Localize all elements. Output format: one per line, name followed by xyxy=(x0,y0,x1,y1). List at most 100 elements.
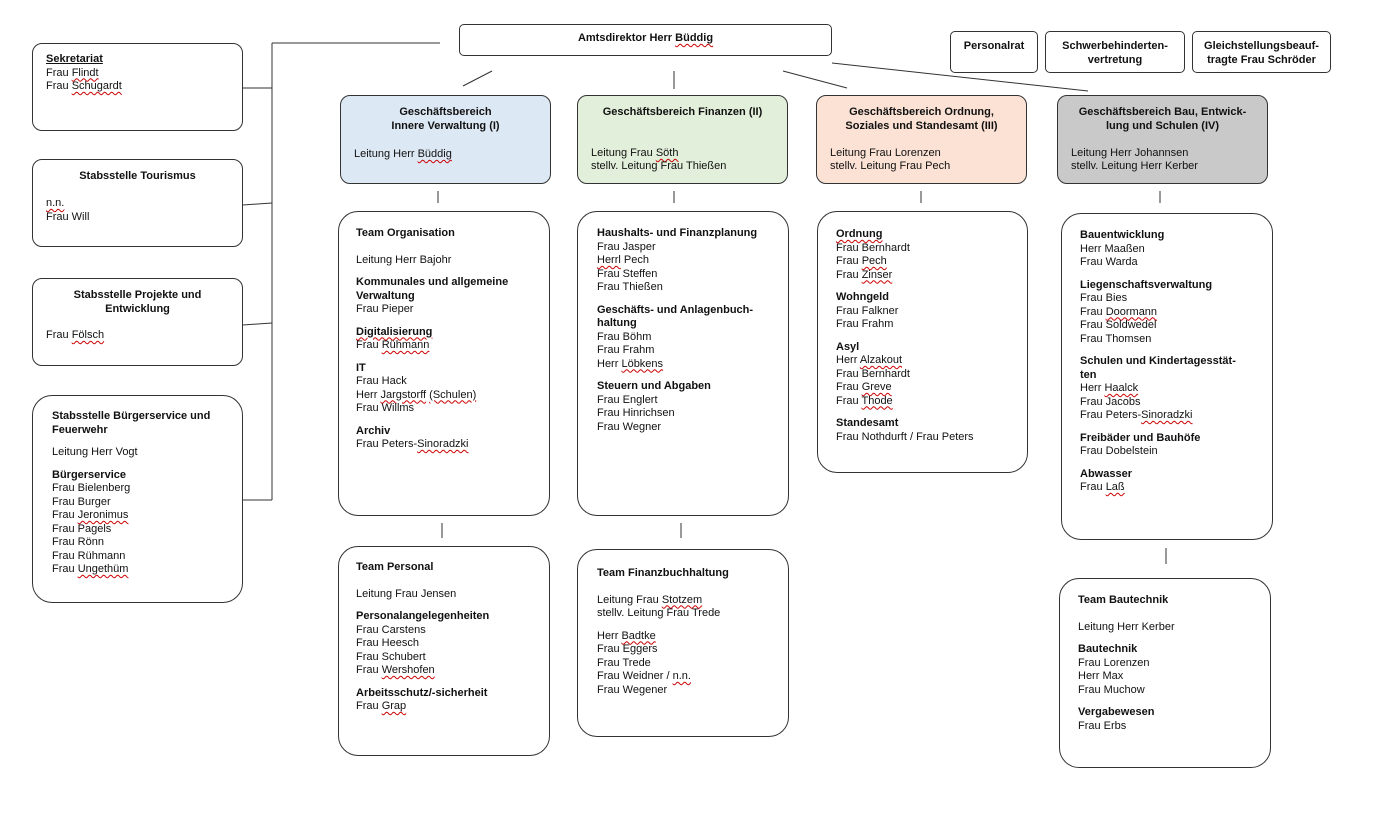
team-bau-section-1: Bauentwicklung xyxy=(1080,229,1165,241)
team-fibu-person: Frau Eggers xyxy=(597,643,658,655)
team-ord-person: Frau Nothdurft / Frau Peters xyxy=(836,430,974,443)
team-finanzbuchhaltung-box: Team Finanzbuchhaltung Leitung Frau Stot… xyxy=(577,549,789,737)
team-fibu-title: Team Finanzbuchhaltung xyxy=(597,567,729,579)
buergerservice-person-4: Frau Pagels xyxy=(52,522,112,535)
team-org-title: Team Organisation xyxy=(356,227,455,239)
gleich-label-2: tragte Frau Schröder xyxy=(1207,54,1316,66)
team-org-section-1b: Verwaltung xyxy=(356,289,415,302)
d2-title-1: Geschäftsbereich Finanzen (II) xyxy=(602,106,763,118)
buergerservice-person-1: Frau Bielenberg xyxy=(52,482,131,494)
team-fin-person: Frau Wegner xyxy=(597,420,661,433)
team-fibu-leitung: Leitung Frau Stotzem xyxy=(597,593,703,606)
team-bautechnik-person: Herr Max xyxy=(1078,670,1124,682)
team-personal-leitung: Leitung Frau Jensen xyxy=(356,587,457,600)
team-ord-person: Frau Pech xyxy=(836,255,887,267)
d1-title-2: Innere Verwaltung (I) xyxy=(391,120,500,132)
team-org-person: Frau Willms xyxy=(356,402,415,414)
team-bau-person: Frau Doormann xyxy=(1080,305,1158,318)
department-ordnung-soziales: Geschäftsbereich Ordnung, Soziales und S… xyxy=(816,95,1027,184)
team-personal-person: Frau Carstens xyxy=(356,623,426,636)
team-personal-box: Team Personal Leitung Frau Jensen Person… xyxy=(338,546,550,756)
team-bau-person: Frau Jacobs xyxy=(1080,395,1141,408)
gleich-label-1: Gleichstellungsbeauf- xyxy=(1204,40,1319,52)
team-bau-person: Herr Haalck xyxy=(1080,382,1139,394)
team-fin-person: Frau Steffen xyxy=(597,267,658,280)
team-org-section-4: Archiv xyxy=(356,424,391,437)
team-fin-person: Herrl Pech xyxy=(597,254,649,266)
team-ord-person: Frau Falkner xyxy=(836,304,899,317)
team-bau-section-5: Abwasser xyxy=(1080,467,1132,480)
tourismus-person-2: Frau Will xyxy=(46,210,90,223)
team-fibu-stellv: stellv. Leitung Frau Trede xyxy=(597,607,721,619)
team-fin-person: Frau Thießen xyxy=(597,281,663,293)
team-ord-person: Frau Thode xyxy=(836,394,893,407)
team-bau-section-3a: Schulen und Kindertagesstät- xyxy=(1080,355,1236,367)
team-org-person: Herr Jargstorff (Schulen) xyxy=(356,388,477,401)
team-bautechnik-section-1: Bautechnik xyxy=(1078,643,1138,655)
team-bautechnik-person: Frau Muchow xyxy=(1078,683,1145,696)
team-ord-section-3: Asyl xyxy=(836,340,860,353)
sekretariat-box: Sekretariat Frau Flindt Frau Schugardt xyxy=(32,43,243,131)
d1-leitung: Leitung Herr Büddig xyxy=(354,148,452,160)
team-ord-section-2: Wohngeld xyxy=(836,291,889,303)
buergerservice-person-5: Frau Rönn xyxy=(52,536,104,548)
projekte-box: Stabsstelle Projekte und Entwicklung Fra… xyxy=(32,278,243,366)
sekretariat-person-2: Frau Schugardt xyxy=(46,80,122,92)
team-bau-person: Herr Maaßen xyxy=(1080,242,1145,255)
team-personal-person: Frau Grap xyxy=(356,700,407,712)
d3-title-2: Soziales und Standesamt (III) xyxy=(845,120,998,132)
team-personal-section-2: Arbeitsschutz/-sicherheit xyxy=(356,686,488,699)
team-org-section-2: Digitalisierung xyxy=(356,325,433,338)
buergerservice-subtitle: Bürgerservice xyxy=(52,468,126,481)
team-ord-person: Herr Alzakout xyxy=(836,354,903,366)
team-fin-person: Frau Böhm xyxy=(597,330,652,343)
team-ord-person: Frau Bernhardt xyxy=(836,367,910,380)
team-bau-section-3b: ten xyxy=(1080,368,1097,381)
team-ord-person: Frau Greve xyxy=(836,381,892,393)
team-fibu-person: Frau Wegener xyxy=(597,683,668,696)
team-org-person: Frau Hack xyxy=(356,375,407,387)
team-fin-section-1: Haushalts- und Finanzplanung xyxy=(597,227,758,239)
team-bau-box: Bauentwicklung Herr Maaßen Frau Warda Li… xyxy=(1061,213,1273,540)
personalrat-box: Personalrat xyxy=(950,31,1038,73)
team-bau-person: Frau Soldwedel xyxy=(1080,319,1157,331)
projekte-title-2: Entwicklung xyxy=(105,303,170,315)
team-org-person: Frau Peters-Sinoradzki xyxy=(356,438,469,450)
team-bautechnik-section-2: Vergabewesen xyxy=(1078,706,1155,718)
team-fibu-person: Herr Badtke xyxy=(597,629,656,642)
team-fin-person: Herr Löbkens xyxy=(597,357,664,370)
team-ord-person: Frau Frahm xyxy=(836,318,894,330)
team-personal-person: Frau Wershofen xyxy=(356,664,435,676)
department-bau-schulen: Geschäftsbereich Bau, Entwick- lung und … xyxy=(1057,95,1268,184)
team-org-person: Frau Rühmann xyxy=(356,339,430,351)
team-org-section-3: IT xyxy=(356,361,366,374)
schwerbeh-label-2: vertretung xyxy=(1087,54,1143,66)
team-fin-section-3: Steuern und Abgaben xyxy=(597,380,711,392)
buergerservice-person-3: Frau Jeronimus xyxy=(52,509,129,521)
team-bau-person: Frau Warda xyxy=(1080,256,1138,268)
team-bau-person: Frau Laß xyxy=(1080,481,1125,493)
team-bautechnik-title: Team Bautechnik xyxy=(1078,594,1169,606)
team-organisation-box: Team Organisation Leitung Herr Bajohr Ko… xyxy=(338,211,550,516)
team-ord-section-4: Standesamt xyxy=(836,417,899,429)
schwerbeh-label-1: Schwerbehinderten- xyxy=(1062,40,1168,52)
buergerservice-title-1: Stabsstelle Bürgerservice und xyxy=(52,410,211,422)
team-bautechnik-leitung: Leitung Herr Kerber xyxy=(1078,620,1175,633)
buergerservice-person-7: Frau Ungethüm xyxy=(52,563,129,575)
team-fibu-person: Frau Weidner / n.n. xyxy=(597,670,691,682)
department-finanzen: Geschäftsbereich Finanzen (II) Leitung F… xyxy=(577,95,788,184)
director-title: Amtsdirektor Herr Büddig xyxy=(577,32,714,44)
team-bau-person: Frau Bies xyxy=(1080,292,1128,304)
team-fin-person: Frau Hinrichsen xyxy=(597,407,675,419)
tourismus-title: Stabsstelle Tourismus xyxy=(79,170,196,182)
buergerservice-title-2: Feuerwehr xyxy=(52,423,108,436)
projekte-title-1: Stabsstelle Projekte und xyxy=(73,289,202,301)
buergerservice-person-2: Frau Burger xyxy=(52,495,111,508)
d4-leitung: Leitung Herr Johannsen xyxy=(1071,147,1189,159)
director-box: Amtsdirektor Herr Büddig xyxy=(459,24,832,56)
team-fin-section-2a: Geschäfts- und Anlagenbuch- xyxy=(597,303,754,316)
team-ord-person: Frau Bernhardt xyxy=(836,241,910,254)
team-personal-section-1: Personalangelegenheiten xyxy=(356,610,490,622)
team-ord-person: Frau Zinser xyxy=(836,268,893,281)
